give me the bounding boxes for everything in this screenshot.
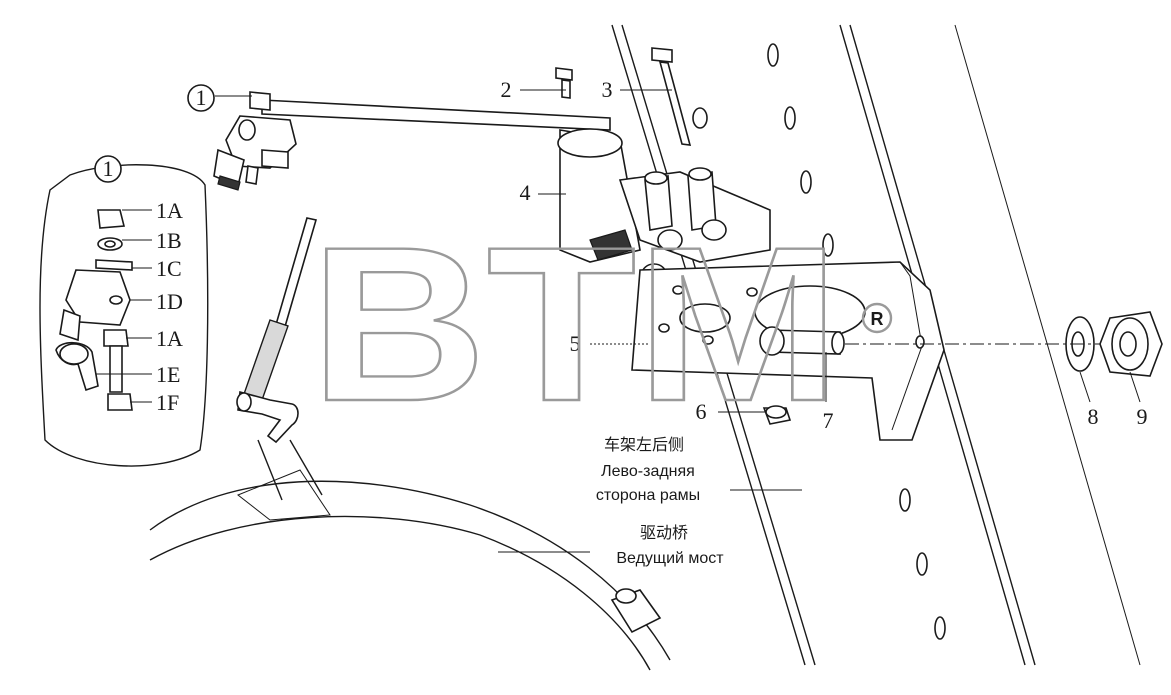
level-arm <box>213 91 611 191</box>
frame-hole <box>767 43 779 67</box>
frame-hole <box>800 170 812 194</box>
callout-5: 5 <box>570 331 581 356</box>
inset-labels: 1A 1B 1C 1D 1A 1E 1F <box>156 198 183 415</box>
callout-1-inset-circle <box>94 155 122 183</box>
registered-mark: R <box>871 309 884 329</box>
frame-hole <box>784 106 796 130</box>
watermark-text: BTM <box>310 201 840 447</box>
callout-1-inset: 1 <box>103 156 114 181</box>
inset-label-1a-lower: 1A <box>156 326 183 351</box>
callout-1-circle <box>187 84 215 112</box>
callout-6: 6 <box>696 399 707 424</box>
axle-caption-cn: 驱动桥 <box>640 524 688 542</box>
frame-hole <box>899 488 911 512</box>
callouts: 1 1 2 3 4 5 6 7 8 9 <box>94 77 1148 433</box>
frame-caption-ru-2: сторона рамы <box>596 487 700 504</box>
callout-3: 3 <box>602 77 613 102</box>
frame-hole <box>934 616 946 640</box>
callout-9: 9 <box>1137 404 1148 429</box>
inset-detail <box>39 164 209 467</box>
captions: 车架左后侧 Лево-задняя сторона рамы 驱动桥 Ведущ… <box>596 436 724 567</box>
bolt-2 <box>555 67 573 99</box>
frame-rail <box>611 24 1141 666</box>
registered-mark-circle <box>861 302 893 334</box>
callout-4: 4 <box>520 180 531 205</box>
inset-label-1f: 1F <box>156 390 179 415</box>
drive-axle <box>149 439 671 671</box>
inset-label-1a: 1A <box>156 198 183 223</box>
nut-9 <box>1099 311 1163 377</box>
bolt-3 <box>651 47 692 146</box>
callout-8: 8 <box>1088 404 1099 429</box>
callout-7: 7 <box>823 408 834 433</box>
callout-2: 2 <box>501 77 512 102</box>
frame-hole <box>822 233 834 257</box>
nut-6 <box>762 405 792 425</box>
frame-hole <box>916 552 928 576</box>
callout-1: 1 <box>196 85 207 110</box>
watermark: BTM R <box>309 200 893 448</box>
inset-label-1c: 1C <box>156 256 182 281</box>
inset-label-1e: 1E <box>156 362 180 387</box>
bolt-7 <box>759 326 845 356</box>
axle-caption-ru: Ведущий мост <box>616 550 724 567</box>
inset-label-1d: 1D <box>156 289 183 314</box>
inset-label-1b: 1B <box>156 228 182 253</box>
frame-caption-cn: 车架左后侧 <box>604 436 684 454</box>
linkage-rod <box>236 217 318 444</box>
height-valve <box>557 128 771 285</box>
frame-caption-ru-1: Лево-задняя <box>601 463 695 480</box>
leader-lines <box>96 89 1141 553</box>
frame-hole <box>692 107 708 129</box>
